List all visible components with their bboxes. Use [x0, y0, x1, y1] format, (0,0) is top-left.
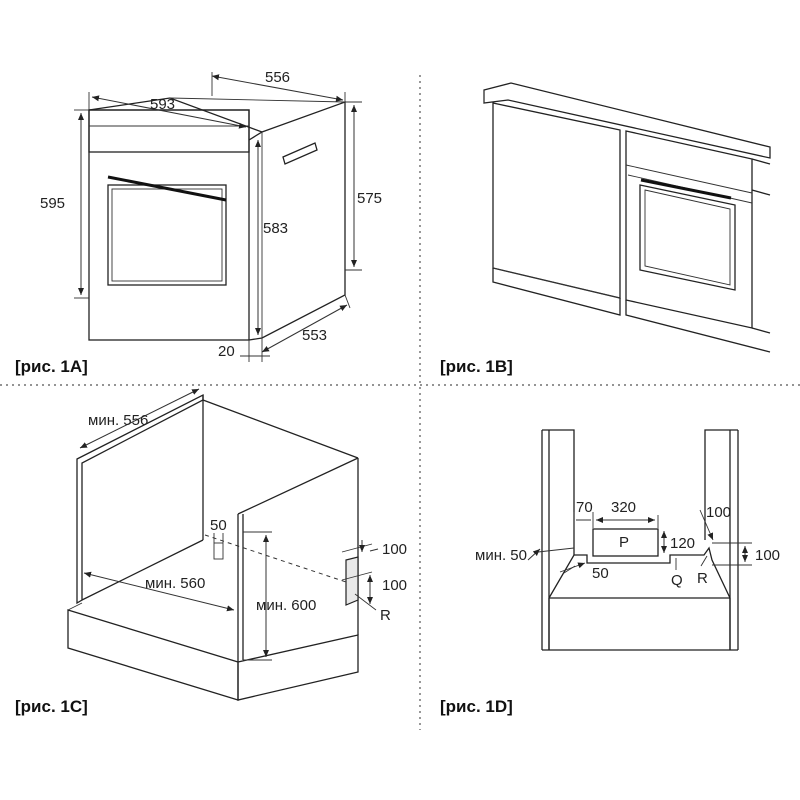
dim-line-553 — [261, 304, 348, 353]
dim-label-1d-100-upper: 100 — [706, 504, 731, 521]
dim-label-1c-50: 50 — [210, 517, 227, 534]
dim-line-593 — [91, 95, 247, 129]
label-1d-q: Q — [671, 572, 683, 589]
dim-label-1c-100-top: 100 — [382, 541, 407, 558]
dim-label-1d-100-right: 100 — [755, 547, 780, 564]
figure-1c: 50 мин. 556 мин. 560 мин. 600 100 100 R … — [15, 388, 407, 716]
oven-handle-1b — [640, 178, 732, 200]
dim-line-min-556 — [79, 388, 200, 449]
dim-label-20: 20 — [218, 343, 235, 360]
dim-label-593: 593 — [150, 96, 175, 113]
vent-opening-r — [345, 556, 359, 606]
dim-label-595: 595 — [40, 195, 65, 212]
label-1d-r: R — [697, 570, 708, 587]
dim-label-553: 553 — [302, 327, 327, 344]
dim-line-556 — [211, 74, 344, 102]
dim-label-min-560: мин. 560 — [145, 575, 205, 592]
dim-label-1c-100-bottom: 100 — [382, 577, 407, 594]
caption-fig-1d: [рис. 1D] — [440, 697, 513, 716]
dim-label-1d-50: 50 — [592, 565, 609, 582]
dim-line-1d-100-upper — [699, 509, 714, 541]
dim-line-1d-min-50 — [527, 548, 541, 561]
dim-label-min-556: мин. 556 — [88, 412, 148, 429]
oven-window-1b — [639, 184, 736, 291]
figure-1d: P 70 320 120 Q 100 R 100 мин. 50 — [440, 429, 780, 716]
left-cabinet — [492, 102, 621, 299]
dim-label-1d-70: 70 — [576, 499, 593, 516]
dim-label-583: 583 — [263, 220, 288, 237]
caption-fig-1c: [рис. 1C] — [15, 697, 88, 716]
oven-drawing-1a — [88, 97, 346, 341]
dim-label-575: 575 — [357, 190, 382, 207]
label-1d-p: P — [619, 534, 629, 551]
countertop — [483, 82, 771, 159]
dim-label-1d-min-50: мин. 50 — [475, 547, 527, 564]
dim-label-1d-320: 320 — [611, 499, 636, 516]
dim-label-556: 556 — [265, 69, 290, 86]
cutout-notch — [213, 542, 224, 560]
cabinet-base — [67, 609, 239, 701]
area-p — [592, 528, 659, 557]
caption-fig-1b: [рис. 1B] — [440, 357, 513, 376]
dim-line-min-560 — [83, 571, 235, 612]
label-1c-r: R — [380, 607, 391, 624]
figure-1b: [рис. 1B] — [440, 82, 771, 376]
caption-fig-1a: [рис. 1A] — [15, 357, 88, 376]
figure-1a: 556 593 595 583 575 553 20 [рис. 1A] — [15, 69, 382, 376]
inner-base — [548, 546, 731, 650]
dim-label-1d-120: 120 — [670, 535, 695, 552]
dim-label-min-600: мин. 600 — [256, 597, 316, 614]
